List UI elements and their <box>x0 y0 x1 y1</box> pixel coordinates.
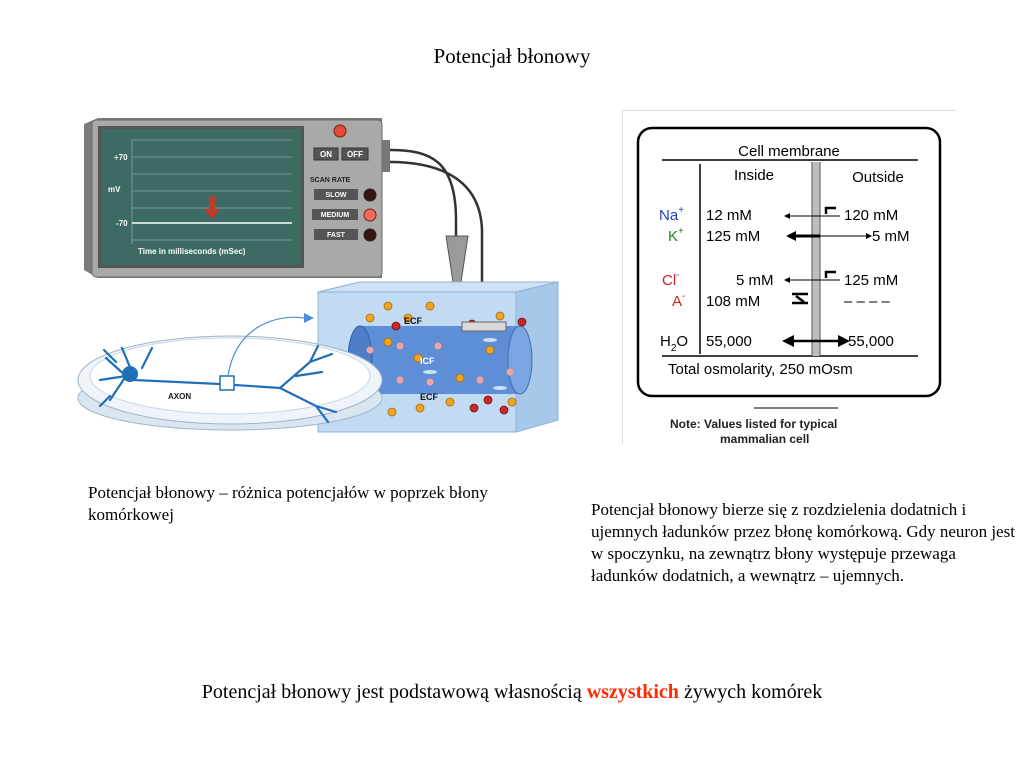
on-button[interactable]: ON <box>313 147 339 161</box>
ecf-top-label: ECF <box>404 316 423 326</box>
a-outside-value: – – – – <box>844 293 891 310</box>
svg-text:FAST: FAST <box>327 232 346 239</box>
h2o-inside-value: 55,000 <box>706 333 752 350</box>
na-inside-value: 12 mM <box>706 207 752 224</box>
tick-plus-70: +70 <box>114 153 128 162</box>
fast-button[interactable]: FAST <box>314 228 377 242</box>
bottom-statement-highlight: wszystkich <box>586 681 679 703</box>
axon-label: AXON <box>168 392 191 401</box>
ion-h2o: H2O <box>660 333 688 354</box>
inside-header: Inside <box>734 167 774 184</box>
slow-button[interactable]: SLOW <box>314 188 377 202</box>
svg-text:MEDIUM: MEDIUM <box>321 212 350 219</box>
scan-rate-label: SCAN RATE <box>310 177 351 184</box>
cell-membrane-ion-table: Cell membrane Inside Outside Na+ 12 mM 1… <box>622 110 956 444</box>
time-axis-label: Time in milliseconds (mSec) <box>138 247 246 256</box>
a-inside-value: 108 mM <box>706 293 760 310</box>
cl-inside-value: 5 mM <box>736 272 774 289</box>
bottom-statement: Potencjał błonowy jest podstawową własno… <box>0 681 1024 704</box>
indicator-light <box>333 124 347 138</box>
channel-arrow-icon <box>824 270 836 278</box>
off-button[interactable]: OFF <box>341 147 369 161</box>
svg-text:ON: ON <box>320 150 332 159</box>
bottom-statement-end: żywych komórek <box>678 681 823 703</box>
channel-arrow-icon <box>824 206 836 214</box>
bottom-statement-start: Potencjał błonowy jest podstawową własno… <box>201 681 587 703</box>
blocked-channel-icon <box>792 292 808 305</box>
axis-unit-mv: mV <box>108 185 121 194</box>
membrane-potential-setup-illustration: +70 mV -70 Time in milliseconds (mSec) O… <box>77 118 559 433</box>
oscilloscope: +70 mV -70 Time in milliseconds (mSec) O… <box>84 118 390 278</box>
k-inside-value: 125 mM <box>706 228 760 245</box>
total-osmolarity: Total osmolarity, 250 mOsm <box>668 361 853 378</box>
ion-na: Na+ <box>659 205 684 224</box>
h2o-outside-value: 55,000 <box>848 333 894 350</box>
svg-text:SLOW: SLOW <box>326 192 347 199</box>
slide-title: Potencjał błonowy <box>433 44 591 68</box>
ecf-bottom-label: ECF <box>420 392 439 402</box>
ion-cl: Cl- <box>662 270 680 289</box>
caption-left: Potencjał błonowy – różnica potencjałów … <box>88 483 488 524</box>
note-line-1: Note: Values listed for typical <box>670 417 837 431</box>
icf-label: ICF <box>420 356 435 366</box>
ion-a: A- <box>672 291 685 310</box>
ion-k: K+ <box>668 226 684 245</box>
svg-text:OFF: OFF <box>347 150 363 159</box>
medium-button[interactable]: MEDIUM <box>312 208 377 222</box>
down-arrow-icon <box>204 196 220 219</box>
cl-outside-value: 125 mM <box>844 272 898 289</box>
petri-dish-neuron: AXON <box>77 313 383 431</box>
outside-header: Outside <box>852 169 904 186</box>
k-outside-value: 5 mM <box>872 228 910 245</box>
na-outside-value: 120 mM <box>844 207 898 224</box>
note-line-2: mammalian cell <box>720 432 809 444</box>
oscilloscope-screen <box>101 129 301 265</box>
caption-right: Potencjał błonowy bierze się z rozdziele… <box>591 500 1015 585</box>
membrane-title: Cell membrane <box>738 143 840 160</box>
tick-minus-70: -70 <box>116 219 128 228</box>
